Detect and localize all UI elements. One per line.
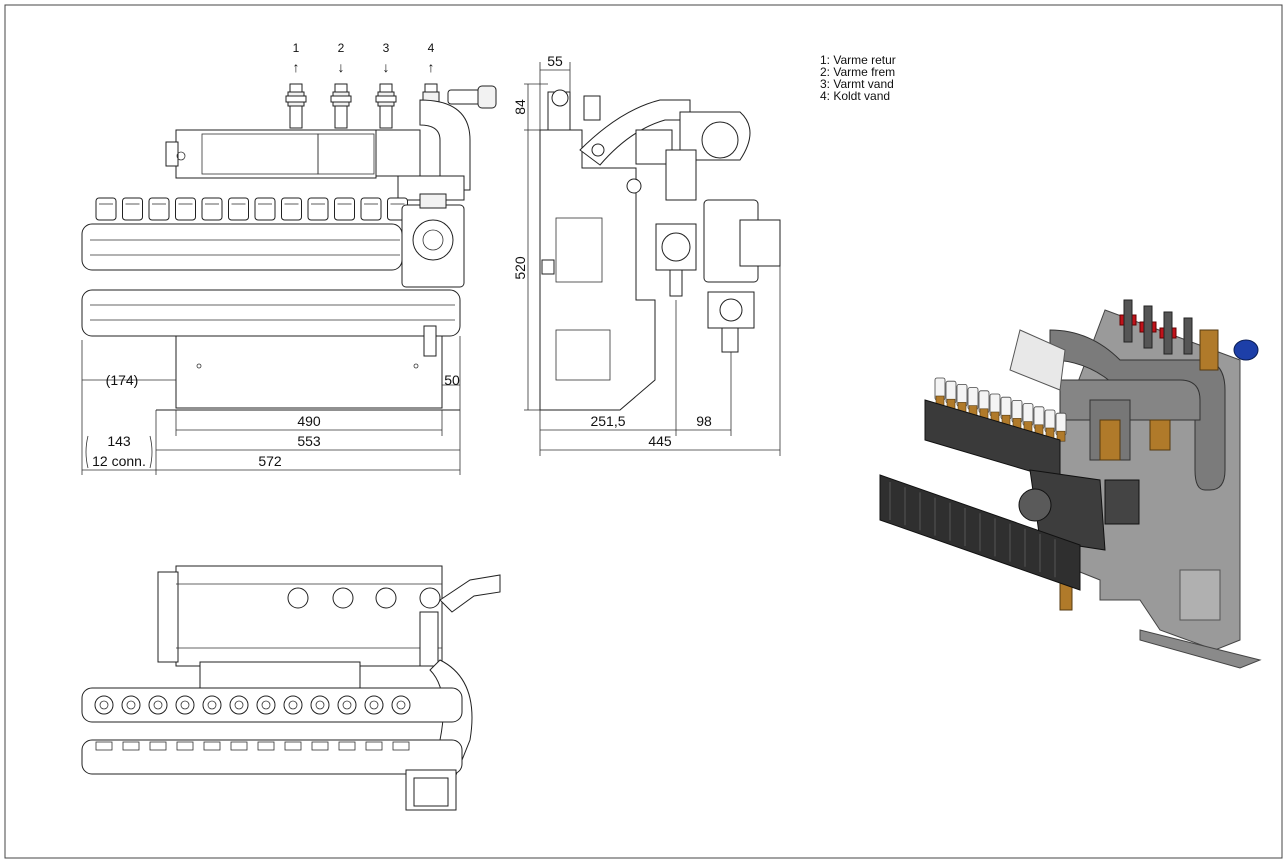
legend-item-koldt-vand: 4: Koldt vand	[820, 89, 890, 103]
legend-item-varmt-vand: 3: Varmt vand	[820, 77, 894, 91]
outlet-port	[284, 741, 302, 751]
outlet-port	[257, 741, 275, 751]
front-dimensions: (174) 50 490 553 572 143 12 conn.	[81, 336, 461, 475]
dimension-50: 50	[444, 372, 460, 388]
arrow-up-icon: ↑	[428, 59, 435, 75]
arrow-down-icon: ↓	[383, 59, 390, 75]
actuator-head	[122, 197, 143, 221]
manifold-supply-bar	[81, 223, 403, 271]
outlet-port	[338, 741, 356, 751]
port-number-4: 4	[428, 41, 435, 55]
dimension-553: 553	[297, 433, 321, 449]
manifold-return-bar	[81, 289, 461, 337]
actuator-head	[95, 197, 117, 221]
port-legend: 1: Varme retur 2: Varme frem 3: Varmt va…	[820, 53, 896, 103]
side-mounting-plate	[539, 129, 656, 411]
outlet-port	[391, 695, 411, 715]
outlet-port	[94, 695, 114, 715]
actuator-head	[281, 197, 302, 221]
actuator-head	[307, 197, 329, 221]
outlet-port	[176, 741, 194, 751]
actuator-head	[175, 197, 196, 221]
arrow-up-icon: ↑	[293, 59, 300, 75]
outlet-port	[256, 695, 276, 715]
legend-item-varme-frem: 2: Varme frem	[820, 65, 895, 79]
outlet-port	[392, 741, 410, 751]
dimension-connections: 12 conn.	[92, 453, 146, 469]
port-number-1: 1	[293, 41, 300, 55]
outlet-port	[229, 695, 249, 715]
port-number-2: 2	[338, 41, 345, 55]
outlet-port	[311, 741, 329, 751]
port-number-3: 3	[383, 41, 390, 55]
side-dimensions: 55 84 520 251,5 98 445	[512, 53, 781, 456]
outlet-port	[230, 741, 248, 751]
manifold-outlets	[94, 695, 411, 751]
outlet-port	[95, 741, 113, 751]
mounting-plate	[175, 335, 443, 409]
control-box	[175, 129, 377, 179]
actuator-head	[334, 197, 355, 221]
outlet-port	[365, 741, 383, 751]
outlet-port	[148, 695, 168, 715]
outlet-port	[149, 741, 167, 751]
actuator-head	[360, 197, 382, 221]
dimension-98: 98	[696, 413, 712, 429]
arrow-down-icon: ↓	[338, 59, 345, 75]
dimension-520: 520	[512, 256, 528, 280]
dimension-572: 572	[258, 453, 282, 469]
top-control-box	[175, 565, 443, 667]
dimension-55: 55	[547, 53, 563, 69]
dimension-174: (174)	[106, 372, 139, 388]
outlet-port	[283, 695, 303, 715]
outlet-port	[121, 695, 141, 715]
sheet-frame	[4, 4, 1283, 859]
dimension-445: 445	[648, 433, 672, 449]
outlet-port	[364, 695, 384, 715]
outlet-port	[175, 695, 195, 715]
iso-blue-valve-handle	[1233, 339, 1259, 361]
outlet-port	[122, 741, 140, 751]
outlet-port	[203, 741, 221, 751]
legend-item-varme-retur: 1: Varme retur	[820, 53, 896, 67]
side-view: 55 84 520 251,5 98 445	[512, 53, 781, 456]
dimension-143: 143	[107, 433, 131, 449]
actuator-head	[228, 197, 249, 221]
dimension-84: 84	[512, 99, 528, 115]
isometric-view	[879, 299, 1262, 669]
ball-valves	[285, 83, 497, 129]
actuator-head	[254, 197, 276, 221]
actuator-heads	[95, 197, 408, 221]
top-view	[81, 565, 501, 811]
iso-control-display	[1009, 329, 1066, 391]
iso-manifold-ribs	[889, 482, 1056, 578]
outlet-port	[337, 695, 357, 715]
actuator-head	[201, 197, 223, 221]
dimension-251-5: 251,5	[590, 413, 625, 429]
outlet-port	[202, 695, 222, 715]
outlet-port	[310, 695, 330, 715]
actuator-head	[148, 197, 170, 221]
dimension-490: 490	[297, 413, 321, 429]
front-view: 1 2 3 4 ↑ ↓ ↓ ↑	[81, 41, 497, 475]
